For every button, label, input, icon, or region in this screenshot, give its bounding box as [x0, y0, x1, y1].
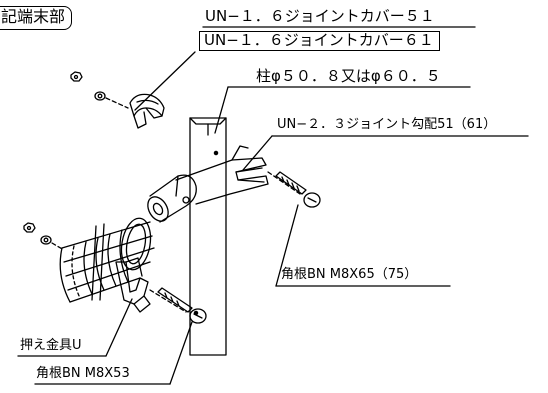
nut-washer-lower: [23, 222, 65, 251]
section-title: 記端末部: [0, 6, 73, 30]
handrail: [59, 217, 155, 303]
label-bolt-53: 角根BN M8X53: [36, 366, 130, 381]
bolt-75: [267, 171, 321, 208]
angled-joint: [147, 145, 269, 223]
joint-cover: [129, 93, 165, 129]
label-angled-joint: UN−２．３ジョイント勾配51（61）: [277, 117, 497, 132]
nut-washer-upper: [70, 71, 129, 109]
label-bolt-65-75: 角根BN M8X65（75）: [281, 267, 418, 282]
post: [189, 117, 227, 356]
label-joint-cover-61: UN−１．６ジョイントカバー６１: [199, 31, 440, 51]
label-joint-cover-51: UN−１．６ジョイントカバー５１: [205, 7, 435, 25]
bolt-53: [149, 287, 207, 324]
presser-fitting: [115, 257, 151, 313]
label-post: 柱φ５０．８又はφ６０．５: [256, 67, 441, 85]
label-presser-fitting: 押え金具U: [20, 338, 82, 353]
